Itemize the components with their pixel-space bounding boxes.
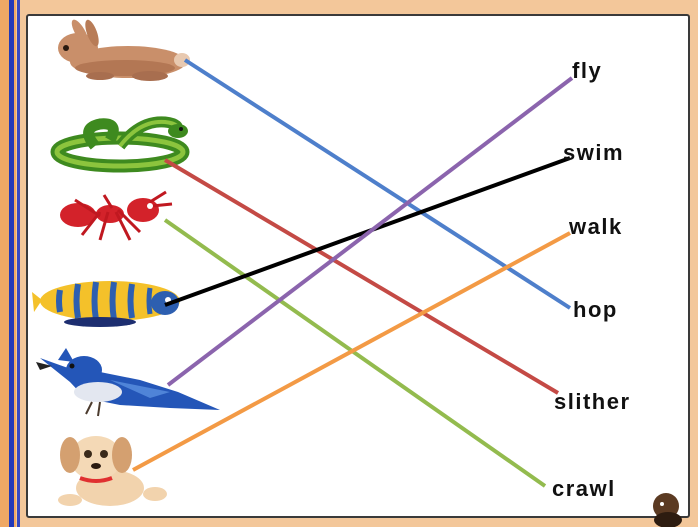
match-line-bird-fly	[166, 76, 574, 387]
snake-icon	[50, 116, 190, 173]
match-line-ant-crawl	[163, 218, 547, 488]
verb-walk: walk	[569, 214, 623, 239]
verb-hop: hop	[573, 297, 618, 322]
worksheet-card	[26, 14, 690, 518]
match-line-snake-slither	[163, 158, 560, 395]
verb-fly: fly	[572, 58, 603, 83]
verb-swim: swim	[563, 140, 625, 165]
corner-figure-icon	[653, 493, 682, 527]
verb-crawl: crawl	[552, 476, 616, 501]
ant-icon	[60, 190, 173, 241]
match-line-puppy-walk	[132, 231, 571, 472]
left-margin-rule-inner	[17, 0, 20, 527]
left-margin-rule	[9, 0, 14, 527]
rabbit-icon	[58, 19, 190, 81]
fish-icon	[32, 281, 180, 327]
match-lines	[132, 58, 574, 488]
bird-icon	[36, 348, 220, 417]
puppy-icon	[58, 436, 167, 506]
match-line-rabbit-hop	[183, 58, 572, 310]
verb-slither: slither	[554, 389, 631, 414]
